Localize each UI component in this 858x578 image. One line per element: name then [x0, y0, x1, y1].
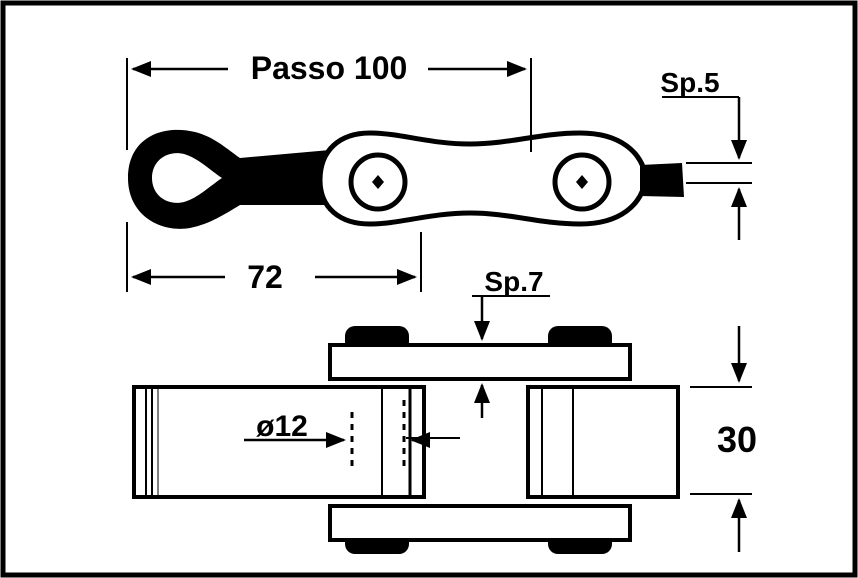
- side-view: [128, 129, 684, 229]
- top-view: [132, 326, 680, 554]
- side-plate-top: [328, 343, 632, 381]
- dimension-length: 72: [126, 222, 422, 295]
- link-thickness-label: Sp.7: [484, 266, 543, 297]
- pin-right-center-icon: [576, 175, 588, 189]
- eye-hole: [152, 153, 222, 203]
- pin-diameter-label: ø12: [256, 410, 308, 443]
- plate-thickness-label: Sp.5: [660, 67, 719, 98]
- dimension-pitch: Passo 100: [126, 50, 532, 152]
- pin-left-center-icon: [372, 175, 384, 189]
- dimension-link-thickness: Sp.7: [472, 266, 550, 418]
- dimension-pin-diameter: ø12: [244, 410, 430, 448]
- link-tail: [640, 163, 684, 197]
- pitch-label: Passo 100: [251, 50, 408, 86]
- width-label: 30: [717, 419, 757, 460]
- side-plate-bottom: [328, 504, 632, 542]
- inner-link-left: [132, 385, 426, 499]
- dimension-width: 30: [690, 326, 757, 552]
- inner-link-right: [526, 385, 680, 499]
- dimension-plate-thickness: Sp.5: [660, 67, 752, 240]
- length-label: 72: [247, 259, 283, 295]
